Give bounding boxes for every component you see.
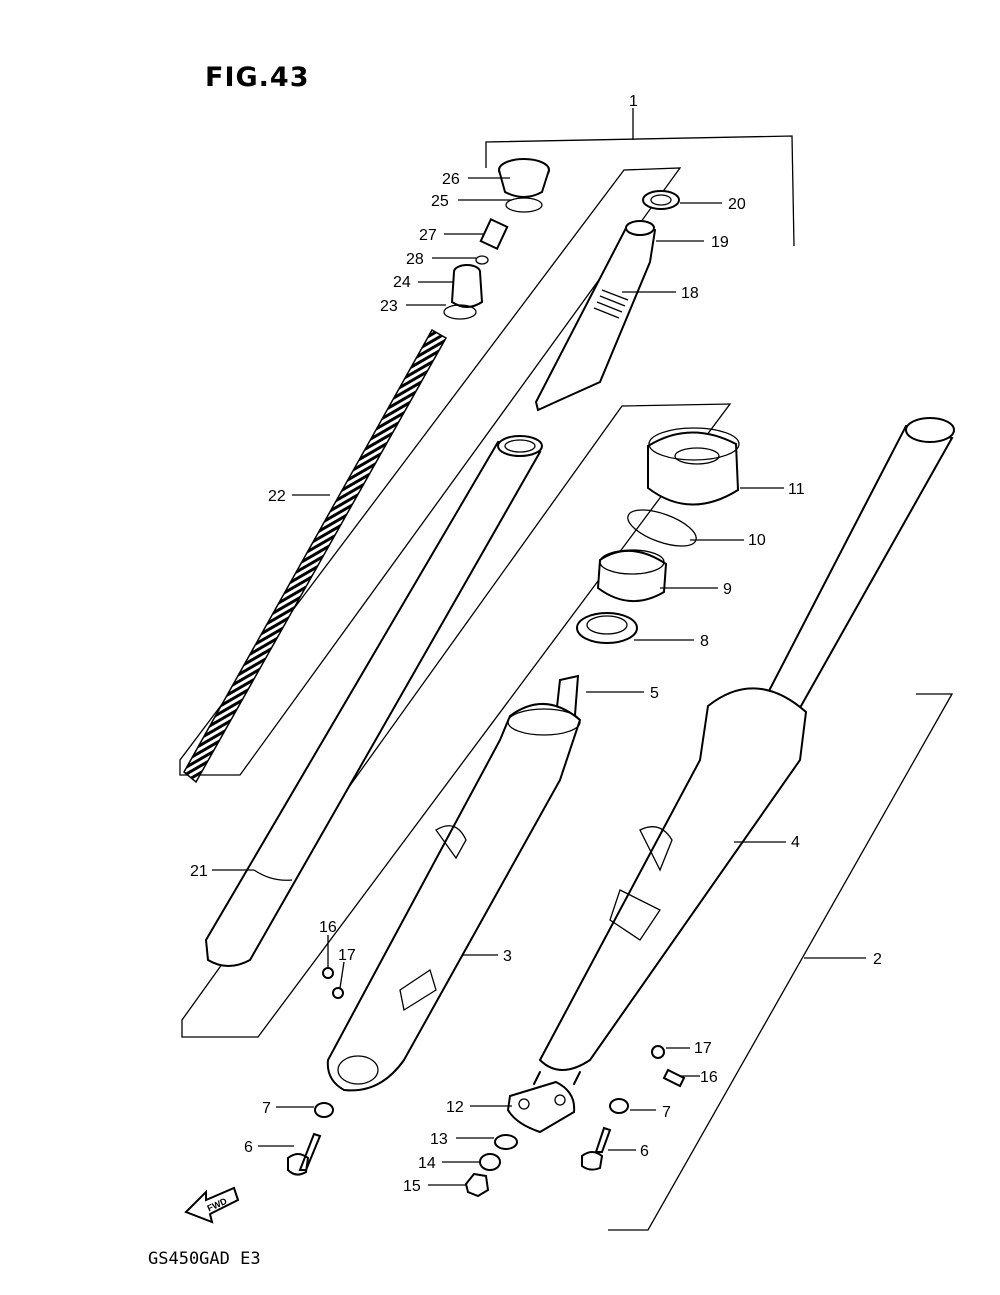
bracket-2 <box>608 693 954 1231</box>
outer-tube-left <box>326 674 582 1092</box>
bracket-1 <box>485 135 795 247</box>
callout: 7 <box>662 1104 671 1121</box>
group-box-inner <box>181 403 732 1038</box>
outer-tube-right <box>538 417 955 1071</box>
callout: 17 <box>338 947 356 964</box>
washer-7-right <box>609 1098 629 1114</box>
callout: 27 <box>419 227 437 244</box>
callout: 16 <box>319 919 337 936</box>
callout: 17 <box>694 1040 712 1057</box>
callout: 4 <box>791 834 800 851</box>
callout: 24 <box>393 274 411 291</box>
callout: 1 <box>629 93 638 110</box>
washer-13 <box>494 1134 518 1150</box>
callout: 6 <box>244 1139 253 1156</box>
callout-labels: 1 2 3 4 5 6 6 7 7 8 9 10 11 12 13 14 15 … <box>190 93 882 1195</box>
seal-spacer <box>576 612 638 644</box>
callout: 9 <box>723 581 732 598</box>
callout: 6 <box>640 1143 649 1160</box>
callout: 21 <box>190 863 208 880</box>
callout: 28 <box>406 251 424 268</box>
callout: 7 <box>262 1100 271 1117</box>
callout: 18 <box>681 285 699 302</box>
washer-17-left <box>332 987 344 999</box>
stopper-ring <box>627 509 697 547</box>
callout: 19 <box>711 234 729 251</box>
bolt-6-left <box>287 1132 322 1176</box>
callout: 16 <box>700 1069 718 1086</box>
callout: 15 <box>403 1178 421 1195</box>
inner-tube <box>204 435 543 967</box>
washer-14 <box>479 1153 501 1171</box>
callout: 26 <box>442 171 460 188</box>
damper-rod <box>534 190 680 412</box>
group-box-left <box>179 167 682 776</box>
leader-lines <box>212 177 866 1186</box>
air-valve <box>475 217 509 265</box>
callout: 11 <box>788 481 805 498</box>
dust-seal <box>647 427 740 506</box>
nut-15 <box>464 1172 490 1198</box>
spacer <box>443 264 484 320</box>
fwd-arrow-icon: FWD <box>184 1186 240 1224</box>
axle-holder <box>506 1071 581 1134</box>
callout: 3 <box>503 948 512 965</box>
figure-title: FIG.43 <box>205 62 310 93</box>
callout: 25 <box>431 193 449 210</box>
bolt-6-right <box>581 1126 612 1171</box>
callout: 13 <box>430 1131 448 1148</box>
callout: 8 <box>700 633 709 650</box>
fork-cap <box>498 158 550 213</box>
callout: 22 <box>268 488 286 505</box>
washer-7-left <box>314 1102 334 1118</box>
callout: 2 <box>873 951 882 968</box>
callout: 20 <box>728 196 746 213</box>
callout: 12 <box>446 1099 464 1116</box>
callout: 14 <box>418 1155 436 1172</box>
washer-17-right <box>651 1045 665 1059</box>
screw-16-left <box>322 967 334 979</box>
fork-spring <box>183 328 448 784</box>
callout: 5 <box>650 685 659 702</box>
screw-16-right <box>662 1068 686 1088</box>
callout: 10 <box>748 532 766 549</box>
model-code: GS450GAD E3 <box>148 1249 261 1269</box>
callout: 23 <box>380 298 398 315</box>
oil-seal <box>596 549 668 603</box>
